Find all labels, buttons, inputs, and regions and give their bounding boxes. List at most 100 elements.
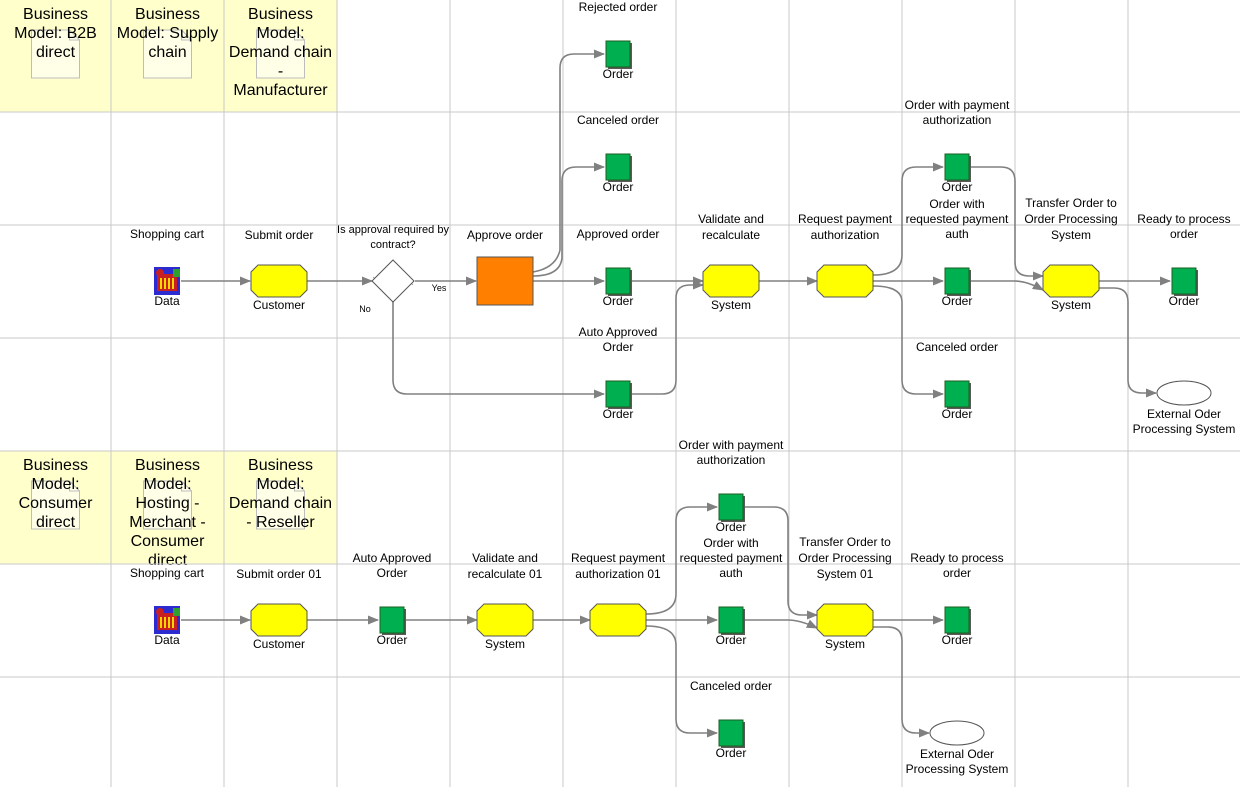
document-label: Order <box>716 633 747 647</box>
document-title: Canceled order <box>916 340 998 354</box>
function-shape[interactable] <box>702 264 760 298</box>
note-icon <box>256 29 305 79</box>
document-label: Order <box>603 407 634 421</box>
gateway-no-label: No <box>359 304 371 314</box>
function-shape[interactable] <box>250 264 308 298</box>
external-system-shape[interactable] <box>1156 380 1212 406</box>
document-label: Order <box>603 294 634 308</box>
data-icon-dot <box>156 608 164 616</box>
function-shape[interactable] <box>816 603 874 637</box>
function-shape[interactable] <box>589 603 647 637</box>
function-label: System <box>1051 298 1091 312</box>
data-label: Data <box>154 294 180 308</box>
function-label: System <box>825 637 865 651</box>
data-icon-dot <box>156 269 164 277</box>
node-d2-submit[interactable]: Submit order 01 Customer <box>236 567 322 651</box>
document-label: Order <box>942 633 973 647</box>
document-icon <box>379 606 405 634</box>
document-label: Order <box>942 294 973 308</box>
document-label: Order <box>716 746 747 760</box>
note-icon <box>31 29 80 79</box>
document-title: Approved order <box>577 227 660 241</box>
function-title: Submit order <box>245 228 314 242</box>
document-label: Order <box>603 180 634 194</box>
document-icon <box>605 153 631 181</box>
data-icon-tab <box>173 608 180 616</box>
function-shape[interactable] <box>250 603 308 637</box>
gateway-shape[interactable] <box>371 259 415 303</box>
document-label: Order <box>1169 294 1200 308</box>
data-icon-bar <box>172 617 174 628</box>
connector-arrow <box>645 625 719 738</box>
document-icon <box>944 380 970 408</box>
function-label: Customer <box>253 637 305 651</box>
node-d1-approve[interactable]: PApprove order <box>467 228 543 306</box>
function-title: Submit order 01 <box>236 567 322 581</box>
note-fold-icon <box>69 30 80 41</box>
data-icon-bar <box>160 617 162 628</box>
subprocess-title: Approve order <box>467 228 543 242</box>
external-system-shape[interactable] <box>929 720 985 746</box>
document-title: Canceled order <box>577 113 659 127</box>
data-icon-bar <box>168 617 170 628</box>
connector-arrow <box>971 166 1045 281</box>
gateway-yes-label: Yes <box>432 283 447 293</box>
data-icon-tab <box>173 269 180 277</box>
document-icon <box>605 267 631 295</box>
function-shape[interactable] <box>816 264 874 298</box>
connector-arrow <box>745 506 819 620</box>
subprocess-shape[interactable] <box>476 256 534 306</box>
function-shape[interactable] <box>476 603 534 637</box>
function-shape[interactable] <box>1042 264 1100 298</box>
document-label: Order <box>603 67 634 81</box>
note-fold-icon <box>181 30 192 41</box>
document-title: Rejected order <box>579 0 658 14</box>
data-icon-bar <box>172 278 174 289</box>
note-icon <box>143 29 192 79</box>
data-icon-bar <box>168 278 170 289</box>
note-fold-icon <box>294 481 305 492</box>
note-icon <box>31 480 80 530</box>
document-label: Order <box>942 180 973 194</box>
document-icon <box>944 267 970 295</box>
